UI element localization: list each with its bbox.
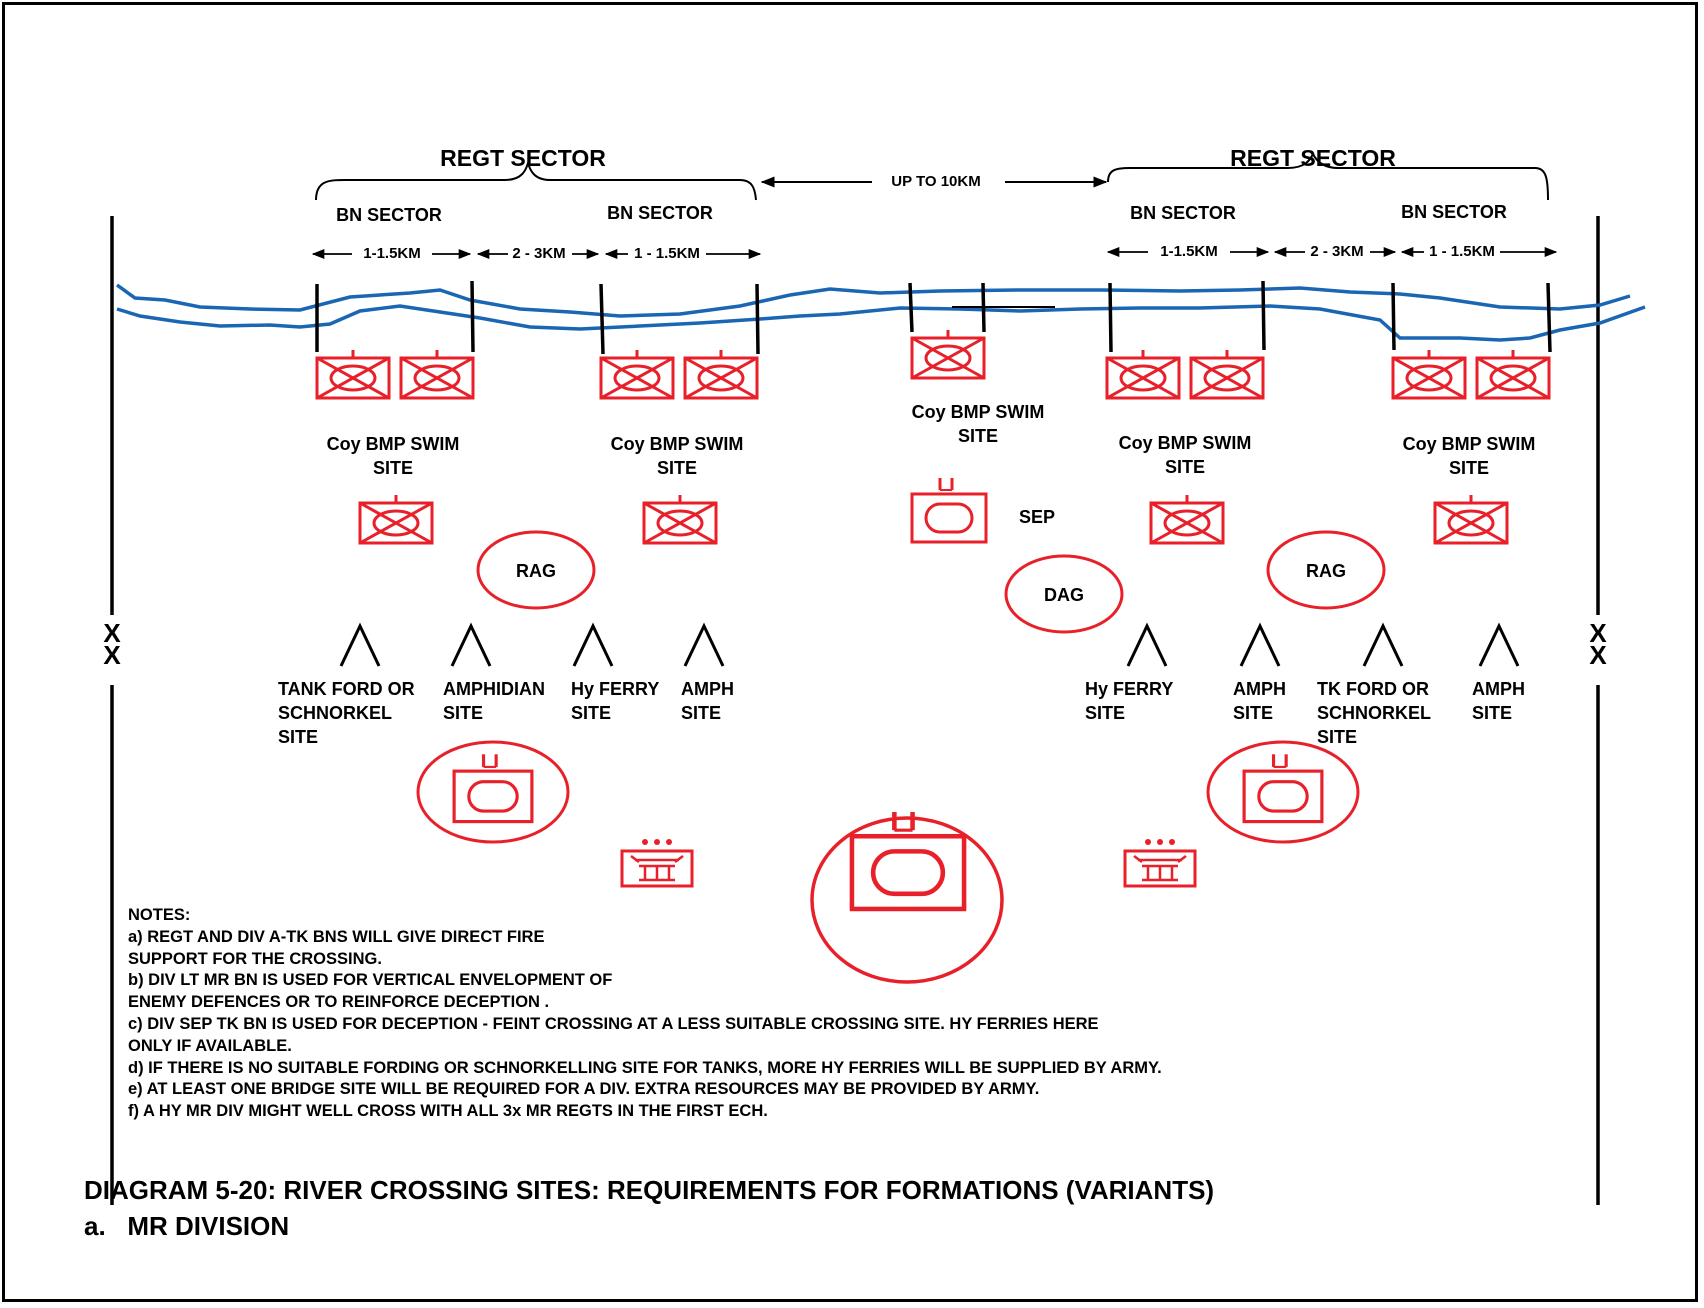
- note-line: b) DIV LT MR BN IS USED FOR VERTICAL ENV…: [128, 971, 613, 990]
- caption-title: DIAGRAM 5-20: RIVER CROSSING SITES: REQU…: [84, 1175, 1215, 1205]
- crossing-site-label: TK FORD OR SCHNORKEL SITE: [1317, 679, 1432, 747]
- sep-tank-battalion-icon: [910, 478, 988, 544]
- width-label: 2 - 3KM: [512, 245, 566, 262]
- swim-company-icon: [1189, 350, 1265, 400]
- swim-site-label: Coy BMP SWIM SITE: [911, 402, 1045, 446]
- caption-subtitle: a. MR DIVISION: [84, 1211, 290, 1241]
- swim-site-label: Coy BMP SWIM SITE: [610, 434, 744, 478]
- dag-icon: [1004, 554, 1124, 634]
- regt-sector-right-label: REGT SECTOR: [1230, 145, 1396, 171]
- regt-tank-unit-left-ring: [416, 740, 570, 844]
- bn-sector-label: BN SECTOR: [1401, 202, 1507, 222]
- swim-site-label: Coy BMP SWIM SITE: [1402, 434, 1536, 478]
- div-tank-unit-ring: [810, 816, 1004, 984]
- width-label: 1 - 1.5KM: [634, 245, 700, 262]
- note-line: f) A HY MR DIV MIGHT WELL CROSS WITH ALL…: [128, 1102, 768, 1121]
- crossing-site-chevrons: [339, 622, 1520, 667]
- swim-site-label: Coy BMP SWIM SITE: [1118, 433, 1252, 477]
- sector-boundary-ticks: [315, 280, 1552, 355]
- crossing-site-label: Hy FERRY SITE: [571, 679, 660, 723]
- notes-block: NOTES: a) REGT AND DIV A-TK BNS WILL GIV…: [128, 905, 1162, 1123]
- crossing-site-label: Hy FERRY SITE: [1085, 679, 1174, 723]
- swim-company-icon: [1475, 350, 1551, 400]
- width-label: 1-1.5KM: [1160, 243, 1218, 260]
- note-line: e) AT LEAST ONE BRIDGE SITE WILL BE REQU…: [128, 1080, 1040, 1099]
- regt-sector-left-label: REGT SECTOR: [440, 145, 606, 171]
- bn-sector-label: BN SECTOR: [336, 205, 442, 225]
- reserve-company-icon: [642, 495, 718, 545]
- swim-company-icon: [1105, 350, 1181, 400]
- bridge-unit-right-icon: [1123, 837, 1197, 888]
- width-label: 1 - 1.5KM: [1429, 243, 1495, 260]
- width-label: 2 - 3KM: [1310, 243, 1364, 260]
- swim-site-label: Coy BMP SWIM SITE: [326, 434, 460, 478]
- sep-label: SEP: [1019, 507, 1056, 527]
- left-boundary-xx: X X: [103, 618, 121, 670]
- gap-label: UP TO 10KM: [891, 173, 981, 190]
- regt-tank-unit-left-icon: [452, 754, 534, 824]
- crossing-site-label: AMPH SITE: [681, 679, 734, 723]
- crossing-site-label: AMPH SITE: [1233, 679, 1286, 723]
- rag-left-label: RAG: [516, 561, 556, 581]
- swim-company-icon: [1391, 350, 1467, 400]
- dag-label: DAG: [1044, 585, 1084, 605]
- regt-tank-unit-right-icon: [1242, 754, 1324, 824]
- crossing-site-label: AMPHIDIAN SITE: [443, 679, 545, 723]
- diagram-caption: DIAGRAM 5-20: RIVER CROSSING SITES: REQU…: [84, 1172, 1214, 1244]
- regt-tank-unit-right-ring: [1206, 740, 1360, 844]
- rag-left-icon: [476, 530, 596, 610]
- right-regt-sector-brace: [1107, 151, 1549, 201]
- reserve-company-icon: [1149, 495, 1225, 545]
- bn-sector-label: BN SECTOR: [607, 203, 713, 223]
- note-line: a) REGT AND DIV A-TK BNS WILL GIVE DIREC…: [128, 927, 545, 946]
- rag-right-label: RAG: [1306, 561, 1346, 581]
- rag-right-icon: [1266, 530, 1386, 610]
- river-far-bank: [116, 304, 1646, 342]
- note-line: SUPPORT FOR THE CROSSING.: [128, 949, 382, 968]
- swim-company-icon: [315, 350, 391, 400]
- note-line: c) DIV SEP TK BN IS USED FOR DECEPTION -…: [128, 1014, 1099, 1033]
- notes-heading: NOTES:: [128, 906, 191, 924]
- swim-company-icon: [910, 330, 986, 380]
- crossing-site-label: AMPH SITE: [1472, 679, 1525, 723]
- width-label: 1-1.5KM: [363, 245, 421, 262]
- swim-company-icon: [399, 350, 475, 400]
- swim-company-icon: [599, 350, 675, 400]
- right-boundary-xx: X X: [1589, 618, 1607, 670]
- crossing-site-label: TANK FORD OR SCHNORKEL SITE: [278, 679, 415, 747]
- reserve-company-icon: [1433, 495, 1509, 545]
- note-line: d) IF THERE IS NO SUITABLE FORDING OR SC…: [128, 1058, 1162, 1077]
- left-regt-sector-brace: [315, 159, 757, 201]
- note-line: ONLY IF AVAILABLE.: [128, 1036, 292, 1055]
- river-near-bank: [115, 283, 1631, 318]
- reserve-company-icon: [358, 495, 434, 545]
- bridge-unit-left-icon: [620, 837, 694, 888]
- swim-company-icon: [683, 350, 759, 400]
- note-line: ENEMY DEFENCES OR TO REINFORCE DECEPTION…: [128, 993, 550, 1012]
- bn-sector-label: BN SECTOR: [1130, 203, 1236, 223]
